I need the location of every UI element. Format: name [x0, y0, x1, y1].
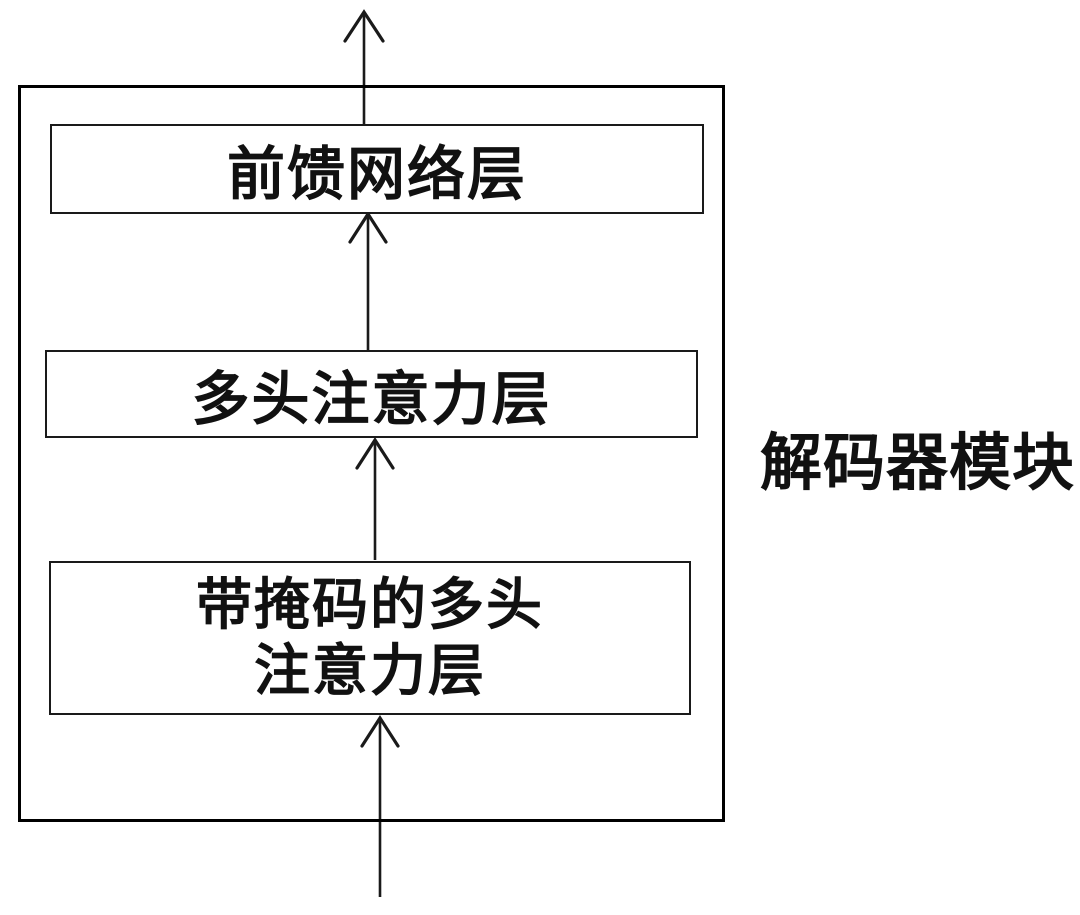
masked-multi-head-attention-box: 带掩码的多头 注意力层 — [49, 561, 691, 715]
masked-attention-label-line2: 注意力层 — [254, 639, 486, 702]
ffn-layer-box: 前馈网络层 — [50, 124, 704, 214]
multi-head-attention-label: 多头注意力层 — [191, 367, 552, 432]
ffn-layer-label: 前馈网络层 — [226, 142, 527, 207]
decoder-module-label: 解码器模块 — [760, 429, 1076, 498]
multi-head-attention-box: 多头注意力层 — [45, 350, 698, 438]
decoder-module-box — [18, 85, 725, 822]
masked-attention-label-line1: 带掩码的多头 — [196, 572, 544, 636]
